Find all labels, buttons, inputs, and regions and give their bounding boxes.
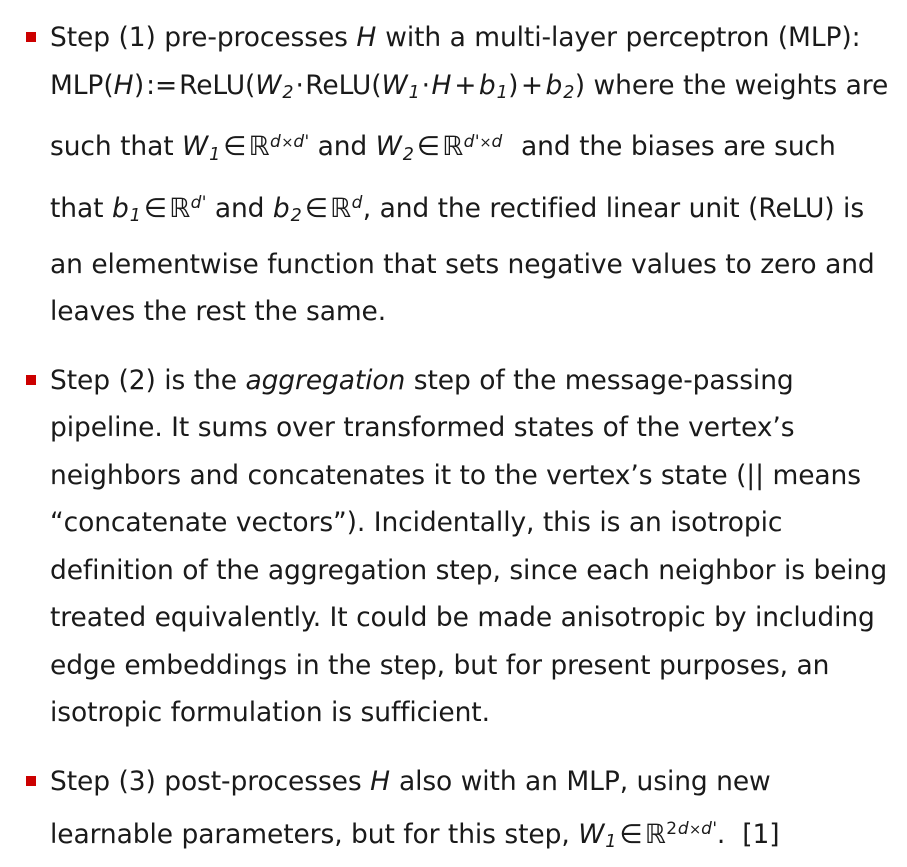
math-subscript: 1: [209, 144, 221, 165]
math-dim-d: d: [351, 192, 363, 213]
math-subscript: 2: [402, 144, 414, 165]
math-times: ×: [479, 133, 492, 151]
text-run: and the biases are such that: [50, 131, 836, 224]
math-superscript: d'×d: [463, 131, 503, 151]
math-times: ×: [281, 133, 294, 151]
math-superscript: 2d×d': [666, 818, 717, 838]
math-var-h: H: [431, 69, 452, 101]
math-var-b: b: [478, 69, 496, 101]
document-body: Step (1) pre-processes H with a multi-la…: [12, 14, 895, 852]
math-subscript: 2: [563, 83, 575, 104]
math-paren: (: [245, 69, 256, 101]
text-run: Step (3) post-processes: [50, 765, 371, 797]
math-var-b: b: [545, 69, 563, 101]
red-square-bullet-icon: [26, 32, 36, 42]
math-var-h: H: [370, 765, 390, 797]
math-fn-relu: ReLU: [179, 69, 246, 101]
math-dim-d: d: [701, 818, 712, 839]
math-var-w: W: [578, 818, 605, 850]
math-element-of: ∈: [223, 131, 247, 163]
text-run: Step (2) is the: [50, 364, 246, 396]
math-element-of: ∈: [416, 131, 440, 163]
math-cdot: ·: [295, 69, 304, 101]
text-run: and: [309, 131, 376, 163]
math-subscript: 1: [496, 83, 508, 104]
math-superscript: d': [190, 192, 207, 213]
math-times: ×: [689, 821, 702, 839]
math-var-h: H: [113, 69, 134, 101]
math-subscript: 2: [290, 206, 302, 227]
math-paren: ): [508, 69, 519, 101]
text-run: Step (1) pre-processes: [50, 22, 357, 53]
math-fn-mlp: MLP: [50, 69, 104, 101]
math-paren: (: [371, 69, 382, 101]
math-fn-relu: ReLU: [305, 69, 372, 101]
list-item: Step (1) pre-processes H with a multi-la…: [12, 14, 895, 336]
math-element-of: ∈: [304, 192, 328, 224]
math-plus: +: [520, 69, 544, 101]
math-var-h: H: [356, 22, 377, 53]
math-subscript: 1: [129, 206, 141, 227]
list-item: Step (3) post-processes H also with an M…: [12, 758, 895, 867]
text-run: and: [206, 192, 273, 224]
red-square-bullet-icon: [26, 775, 36, 786]
math-prime: ': [474, 130, 480, 151]
math-superscript: d×d': [270, 130, 310, 151]
text-run: with a multi-layer perceptron (MLP):: [376, 22, 861, 53]
step-1-paragraph: Step (1) pre-processes H with a multi-la…: [50, 22, 888, 327]
math-dim-d: d: [190, 192, 202, 213]
math-plus: +: [454, 69, 477, 101]
math-dim-d: d: [677, 818, 689, 839]
math-paren: ): [574, 69, 586, 101]
math-var-b: b: [272, 192, 290, 224]
sentence-period: .: [716, 818, 726, 850]
math-subscript: 1: [605, 832, 617, 853]
math-prime: ': [201, 192, 207, 213]
math-reals-symbol: ℝ: [442, 131, 464, 163]
math-reals-symbol: ℝ: [248, 131, 270, 163]
math-subscript: 2: [282, 83, 294, 104]
math-reals-symbol: ℝ: [644, 818, 666, 850]
math-element-of: ∈: [143, 192, 167, 224]
math-paren: (: [103, 69, 114, 101]
math-var-w: W: [375, 131, 402, 163]
emphasis-aggregation: aggregation: [245, 364, 406, 396]
math-dim-d: d: [293, 130, 304, 151]
red-square-bullet-icon: [26, 374, 36, 385]
citation-reference[interactable]: [1]: [742, 818, 780, 850]
math-paren: ): [133, 69, 145, 101]
math-superscript: d: [351, 192, 363, 212]
math-var-w: W: [255, 69, 282, 101]
math-reals-symbol: ℝ: [330, 192, 352, 224]
text-run: where the weights are such that: [50, 69, 889, 163]
math-var-b: b: [111, 192, 129, 224]
math-reals-symbol: ℝ: [169, 192, 191, 224]
math-var-w: W: [182, 131, 209, 163]
text-run: , and the rectified linear unit (ReLU) i…: [50, 192, 875, 328]
text-run: step of the message-passing pipeline. It…: [50, 364, 888, 729]
math-subscript: 1: [408, 83, 420, 104]
step-3-paragraph: Step (3) post-processes H also with an M…: [50, 765, 780, 853]
math-prime: ': [304, 130, 310, 151]
math-dim-d: d: [491, 130, 503, 151]
step-2-paragraph: Step (2) is the aggregation step of the …: [50, 365, 887, 729]
math-assign-op: :=: [146, 69, 178, 101]
math-dim-d: d: [270, 130, 281, 151]
math-cdot: ·: [421, 69, 430, 101]
math-element-of: ∈: [619, 818, 643, 850]
math-dim-d: d: [463, 130, 475, 151]
math-var-w: W: [381, 69, 408, 101]
list-item: Step (2) is the aggregation step of the …: [12, 357, 895, 737]
math-coefficient-2: 2: [666, 818, 677, 839]
